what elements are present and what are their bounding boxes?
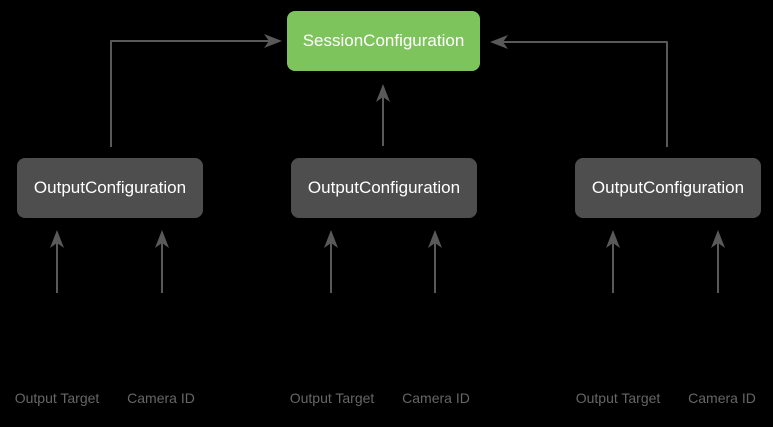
session-configuration-label: SessionConfiguration	[302, 31, 465, 50]
camera-id-label-1: Camera ID	[127, 390, 195, 406]
arrow-output1-to-session	[110, 34, 282, 147]
camera-id-label-2: Camera ID	[402, 390, 470, 406]
output-configuration-label: OutputConfiguration	[307, 178, 461, 197]
output-target-label-3: Output Target	[575, 390, 661, 406]
output-configuration-label: OutputConfiguration	[33, 178, 187, 197]
output-target-label-2: Output Target	[289, 390, 375, 406]
output-target-label-1: Output Target	[14, 390, 100, 406]
session-configuration-node: SessionConfiguration	[287, 11, 480, 71]
arrow-output3-to-session	[490, 35, 668, 147]
output-configuration-node-1: OutputConfiguration	[17, 158, 203, 218]
camera-id-label-3: Camera ID	[688, 390, 756, 406]
output-configuration-label: OutputConfiguration	[591, 178, 745, 197]
output-configuration-node-2: OutputConfiguration	[291, 158, 477, 218]
output-configuration-node-3: OutputConfiguration	[575, 158, 761, 218]
